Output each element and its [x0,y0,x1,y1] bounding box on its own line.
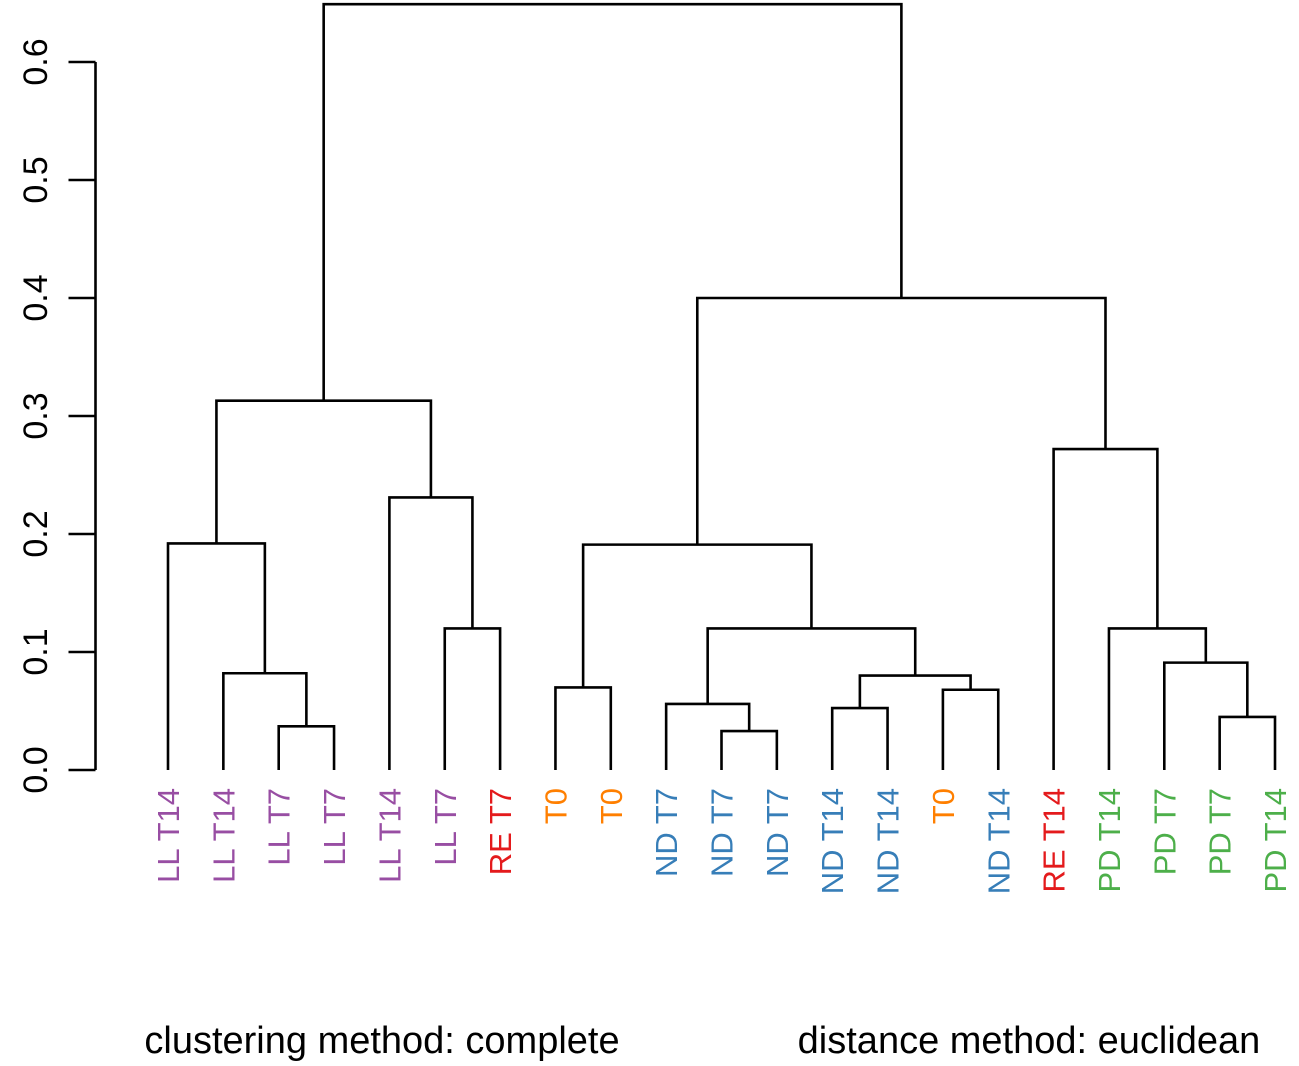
caption-distance-method: distance method: euclidean [797,1020,1261,1062]
leaf-label: PD T7 [1147,788,1182,875]
dendrogram-branch [277,725,336,770]
dendrogram-branch [166,542,267,770]
dendrogram-branch [554,686,613,770]
leaf-label: RE T7 [483,788,518,875]
y-axis-tick-label: 0.6 [17,38,55,85]
leaf-label: PD T14 [1258,788,1293,893]
dendrogram-branch [1107,627,1208,770]
dendrogram-branch [858,674,972,709]
dendrogram-branch [443,627,502,770]
dendrogram-branch [941,688,1000,770]
leaf-label: LL T14 [372,788,407,883]
y-axis-tick-label: 0.1 [17,628,55,675]
leaf-label: ND T14 [815,788,850,894]
dendrogram-branch [215,399,433,544]
leaf-label: PD T14 [1092,788,1127,893]
dendrogram-branch [322,2,903,401]
leaf-label: PD T7 [1203,788,1238,875]
dendrogram-branch [695,296,1107,545]
y-axis-tick-label: 0.2 [17,510,55,557]
leaf-label: T0 [594,788,629,824]
y-axis-tick-label: 0.4 [17,274,55,321]
leaf-label: ND T7 [760,788,795,877]
leaf-label: RE T14 [1037,788,1072,893]
dendrogram-branch [222,671,308,770]
leaf-label: ND T7 [705,788,740,877]
leaf-label: T0 [538,788,573,824]
dendrogram-branch [830,706,889,770]
caption-clustering-method: clustering method: complete [144,1020,620,1062]
leaf-label: LL T7 [317,788,352,866]
leaf-label: ND T14 [981,788,1016,894]
y-axis-tick-label: 0.3 [17,392,55,439]
dendrogram-branch [720,729,779,770]
dendrogram-branch [1052,447,1159,770]
dendrogram-branch [1218,715,1277,770]
leaf-label: LL T7 [428,788,463,866]
y-axis-tick-label: 0.0 [17,746,55,793]
dendrogram-branch [581,543,813,688]
leaf-label: LL T14 [151,788,186,883]
leaf-label: LL T7 [262,788,297,866]
dendrogram-branch [706,627,917,704]
leaf-label: LL T14 [206,788,241,883]
leaf-label: ND T14 [871,788,906,894]
y-axis-tick-label: 0.5 [17,156,55,203]
dendrogram-branch [388,496,474,770]
dendrogram-branch [664,702,751,770]
leaf-label: T0 [926,788,961,824]
dendrogram-branch [1163,661,1249,770]
leaf-label: ND T7 [649,788,684,877]
